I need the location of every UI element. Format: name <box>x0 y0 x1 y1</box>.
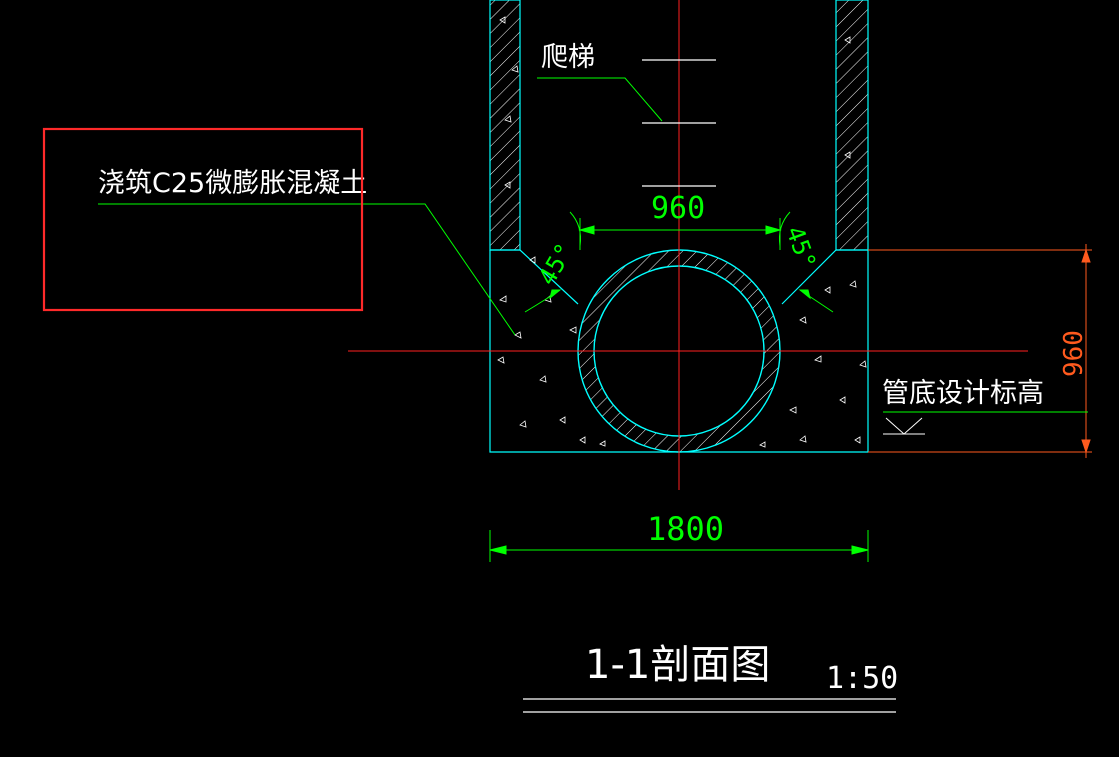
right-shaft-wall <box>835 0 869 251</box>
angle-arc-left-upper <box>569 211 581 247</box>
left-shaft-wall <box>489 0 521 251</box>
ladder <box>642 59 716 187</box>
drawing-scale: 1:50 <box>826 661 898 696</box>
left-chamfer <box>490 249 579 305</box>
highlight-box <box>42 127 364 312</box>
angle-marks <box>524 211 834 313</box>
angle-left-text: 45° <box>533 238 579 290</box>
concrete-aggregate <box>497 16 867 448</box>
drawing-title: 1-1剖面图 <box>585 642 770 688</box>
centerlines <box>348 0 1028 490</box>
pipe-bottom-marker <box>883 411 1088 435</box>
dimension-height-text: 960 <box>1059 330 1089 377</box>
angle-right-text: 45° <box>780 222 821 272</box>
dimension-height <box>868 244 1092 458</box>
dimension-total-width <box>489 530 869 562</box>
right-chamfer <box>781 249 868 305</box>
shaft-walls <box>489 0 869 251</box>
concrete-leader <box>98 203 516 336</box>
ladder-label: 爬梯 <box>541 42 595 73</box>
ladder-leader <box>537 77 663 122</box>
angle-arc-right-upper <box>779 211 791 247</box>
dimension-total-width-text: 1800 <box>647 510 724 548</box>
pipe-bottom-label: 管底设计标高 <box>882 378 1044 409</box>
concrete-label: 浇筑C25微膨胀混凝土 <box>98 168 367 199</box>
dimension-inner-width-text: 960 <box>651 191 705 226</box>
